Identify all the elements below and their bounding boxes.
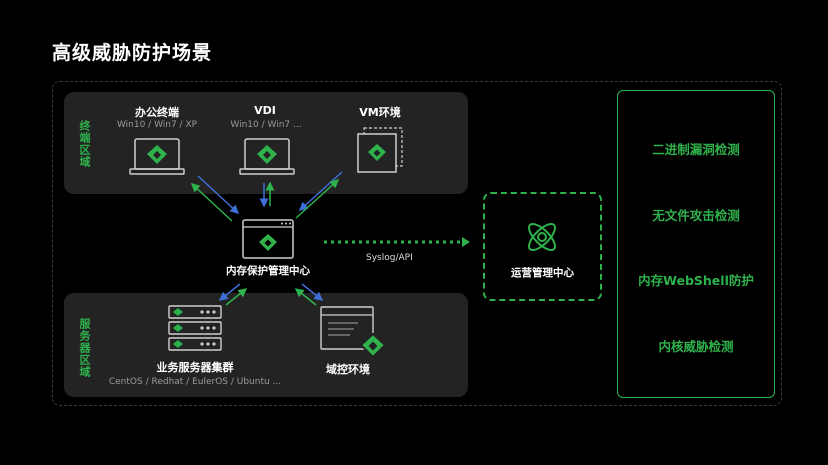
domain-controller-icon [320, 306, 387, 359]
feature-binary-vuln: 二进制漏洞检测 [652, 142, 740, 157]
laptop-icon [239, 138, 295, 175]
server-rack-icon [168, 305, 222, 351]
feature-webshell: 内存WebShell防护 [638, 273, 754, 288]
page-title: 高级威胁防护场景 [52, 42, 213, 64]
terminal-zone-label: 终端区域 [78, 120, 91, 168]
server-zone-label: 服务器区域 [78, 318, 91, 378]
vm-title: VM环境 [359, 106, 401, 119]
syslog-api-label: Syslog/API [366, 253, 413, 263]
vm-box-icon [357, 127, 403, 173]
laptop-icon [129, 138, 185, 175]
server-cluster-os: CentOS / Redhat / EulerOS / Ubuntu ... [108, 377, 282, 387]
vdi-os: Win10 / Win7 ... [230, 120, 302, 130]
vdi-title: VDI [254, 104, 276, 117]
shield-logo-icon [359, 332, 387, 359]
operations-center-label: 运营管理中心 [511, 267, 574, 279]
management-window-icon [242, 219, 294, 259]
feature-fileless: 无文件攻击检测 [652, 208, 740, 223]
shield-logo-icon [257, 145, 277, 164]
operations-center-box [483, 192, 602, 301]
domain-controller-title: 域控环境 [326, 363, 370, 376]
office-terminal-title: 办公终端 [135, 106, 179, 119]
diagram-frame [52, 81, 782, 406]
atom-icon [528, 223, 556, 251]
server-zone [64, 293, 468, 397]
shield-logo-icon [147, 145, 167, 164]
office-terminal-os: Win10 / Win7 / XP [116, 120, 198, 130]
shield-logo-icon [368, 144, 386, 161]
server-cluster-title: 业务服务器集群 [156, 361, 234, 374]
feature-kernel: 内核威胁检测 [658, 339, 734, 354]
memory-protection-center-label: 内存保护管理中心 [226, 265, 310, 277]
shield-logo-icon [259, 234, 277, 251]
features-panel: 二进制漏洞检测 无文件攻击检测 内存WebShell防护 内核威胁检测 [617, 90, 775, 398]
terminal-zone [64, 92, 468, 194]
